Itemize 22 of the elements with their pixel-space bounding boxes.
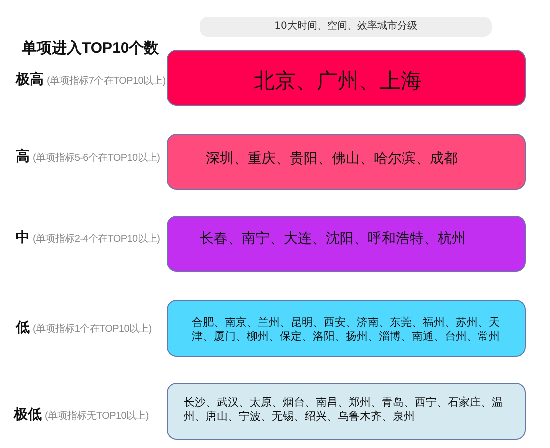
tier-box	[167, 134, 526, 190]
tier-box	[167, 216, 526, 272]
tier-note: (单项指标1个在TOP10以上)	[33, 322, 152, 336]
tier-box	[167, 50, 526, 106]
tier-box	[167, 383, 526, 440]
tier-note: (单项指标2-4个在TOP10以上)	[33, 232, 160, 246]
tier-label: 中	[16, 229, 30, 247]
tier-label: 低	[16, 319, 30, 337]
tier-label: 极高	[16, 71, 44, 89]
tier-note: (单项指标7个在TOP10以上)	[47, 74, 166, 88]
tier-note: (单项指标无TOP10以上)	[45, 410, 149, 423]
tier-note: (单项指标5-6个在TOP10以上)	[33, 152, 160, 165]
city-list: 长沙、武汉、太原、烟台、南昌、郑州、青岛、西宁、石家庄、温州、唐山、宁波、无锡、绍兴、乌鲁木齐、泉州	[184, 396, 510, 424]
header-title: 10大时间、空间、效率城市分级	[274, 20, 418, 34]
city-list: 深圳、重庆、贵阳、佛山、哈尔滨、成都	[206, 151, 458, 169]
tier-label: 高	[16, 148, 30, 166]
city-list: 北京、广州、上海	[254, 68, 422, 94]
column-heading: 单项进入TOP10个数	[22, 39, 160, 58]
city-list: 合肥、南京、兰州、昆明、西安、济南、东莞、福州、苏州、天津、厦门、柳州、保定、洛阳、扬州、淄博、南通、台州、常州	[192, 316, 504, 344]
tier-label: 极低	[14, 406, 42, 424]
city-list: 长春、南宁、大连、沈阳、呼和浩特、杭州	[200, 231, 466, 249]
tier-box	[167, 300, 526, 357]
